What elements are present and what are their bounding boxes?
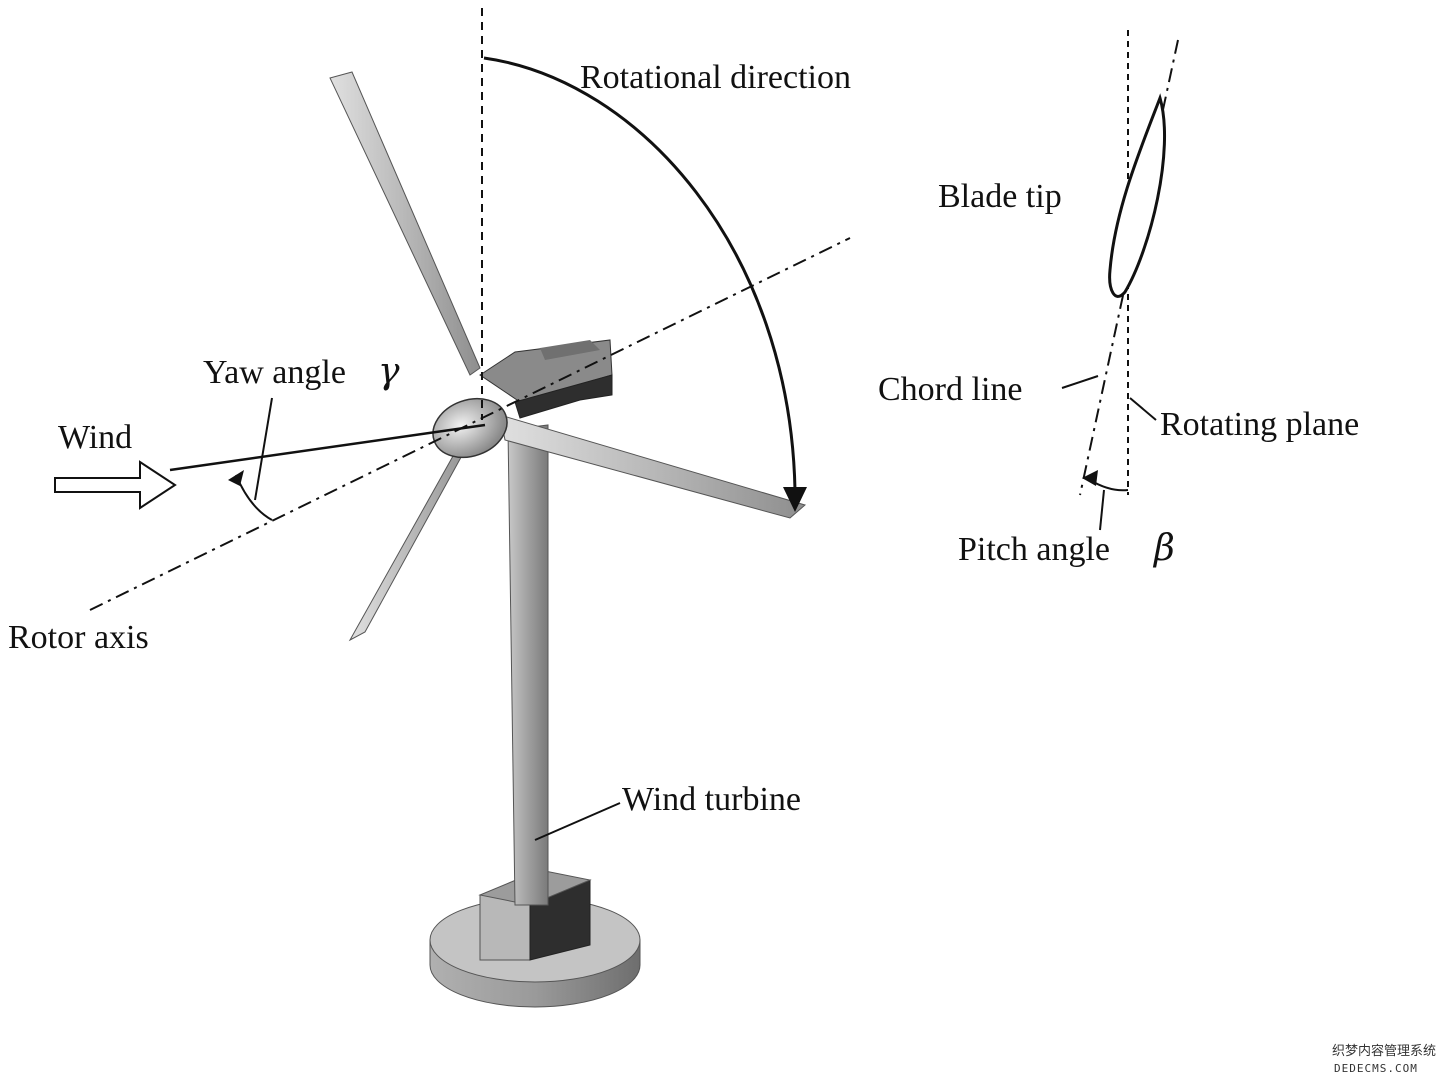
pitch-angle-leader xyxy=(1099,489,1105,531)
pitch-arc-arrowhead-icon xyxy=(1082,470,1098,486)
rotor-axis-line xyxy=(89,237,851,611)
rotational-direction-label: Rotational direction xyxy=(580,59,851,96)
yaw-leader-line xyxy=(254,397,273,501)
chord-line-leader xyxy=(1061,375,1099,389)
turbine-nacelle xyxy=(479,339,613,419)
watermark-line2: DEDECMS.COM xyxy=(1334,1062,1418,1075)
wind-arrow-icon xyxy=(54,460,177,510)
yaw-arc-arrowhead-icon xyxy=(228,470,244,486)
wind-turbine-leader-line xyxy=(534,802,621,841)
blade-tip-label: Blade tip xyxy=(938,178,1062,215)
rotating-plane-leader xyxy=(1129,397,1157,421)
pitch-angle-symbol: β xyxy=(1152,528,1175,569)
yaw-angle-symbol: γ xyxy=(378,351,400,392)
rotor-axis-label: Rotor axis xyxy=(8,619,149,656)
yaw-angle-label: Yaw angle xyxy=(203,354,346,391)
wind-direction-line xyxy=(169,423,486,472)
turbine-blades xyxy=(329,71,807,642)
airfoil-shape xyxy=(1108,93,1167,298)
rotational-arrowhead-icon xyxy=(783,487,807,512)
pitch-angle-label: Pitch angle xyxy=(958,531,1110,568)
turbine-tower xyxy=(507,424,549,906)
chord-line-label: Chord line xyxy=(878,371,1022,408)
rotating-plane-label: Rotating plane xyxy=(1160,406,1359,443)
wind-turbine-label: Wind turbine xyxy=(622,781,801,818)
watermark-line1: 织梦内容管理系统 xyxy=(1332,1043,1436,1059)
blade-tip-inset xyxy=(1061,30,1179,531)
yaw-angle-arc xyxy=(235,474,273,521)
wind-label: Wind xyxy=(58,419,132,456)
rotational-direction-arc xyxy=(483,56,797,491)
